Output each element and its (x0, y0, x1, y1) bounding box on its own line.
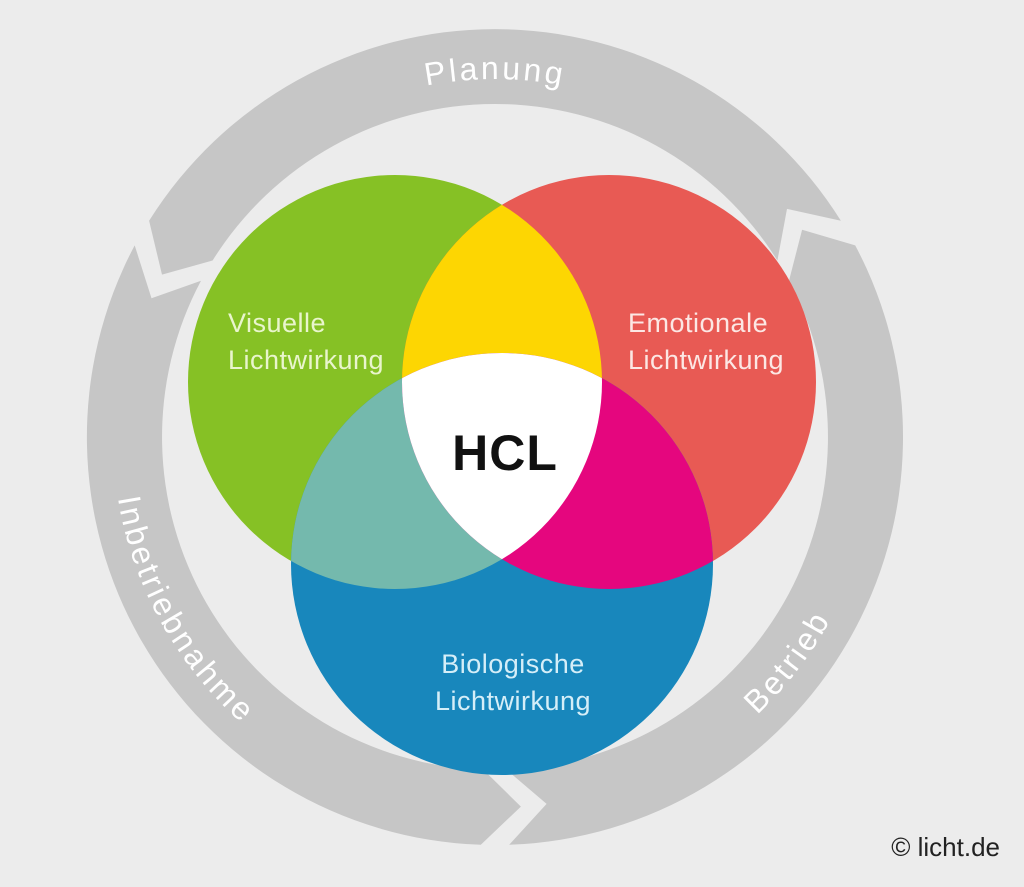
biologische-label-line2: Lichtwirkung (435, 686, 591, 716)
emotionale-label-line2: Lichtwirkung (628, 345, 784, 375)
ring-segment-betrieb (506, 229, 904, 845)
biologische-label-line1: Biologische (441, 649, 585, 679)
visuelle-label-line2: Lichtwirkung (228, 345, 384, 375)
ring-segment-inbetriebnahme (86, 245, 521, 845)
ring-label-planung: Planung (422, 50, 569, 93)
credit: © licht.de (891, 832, 1000, 862)
hcl-center-label: HCL (452, 425, 558, 481)
venn-diagram: Visuelle Lichtwirkung Emotionale Lichtwi… (188, 175, 816, 775)
visuelle-label-line1: Visuelle (228, 308, 326, 338)
emotionale-label-line1: Emotionale (628, 308, 768, 338)
ring-segment-planung (149, 29, 841, 275)
